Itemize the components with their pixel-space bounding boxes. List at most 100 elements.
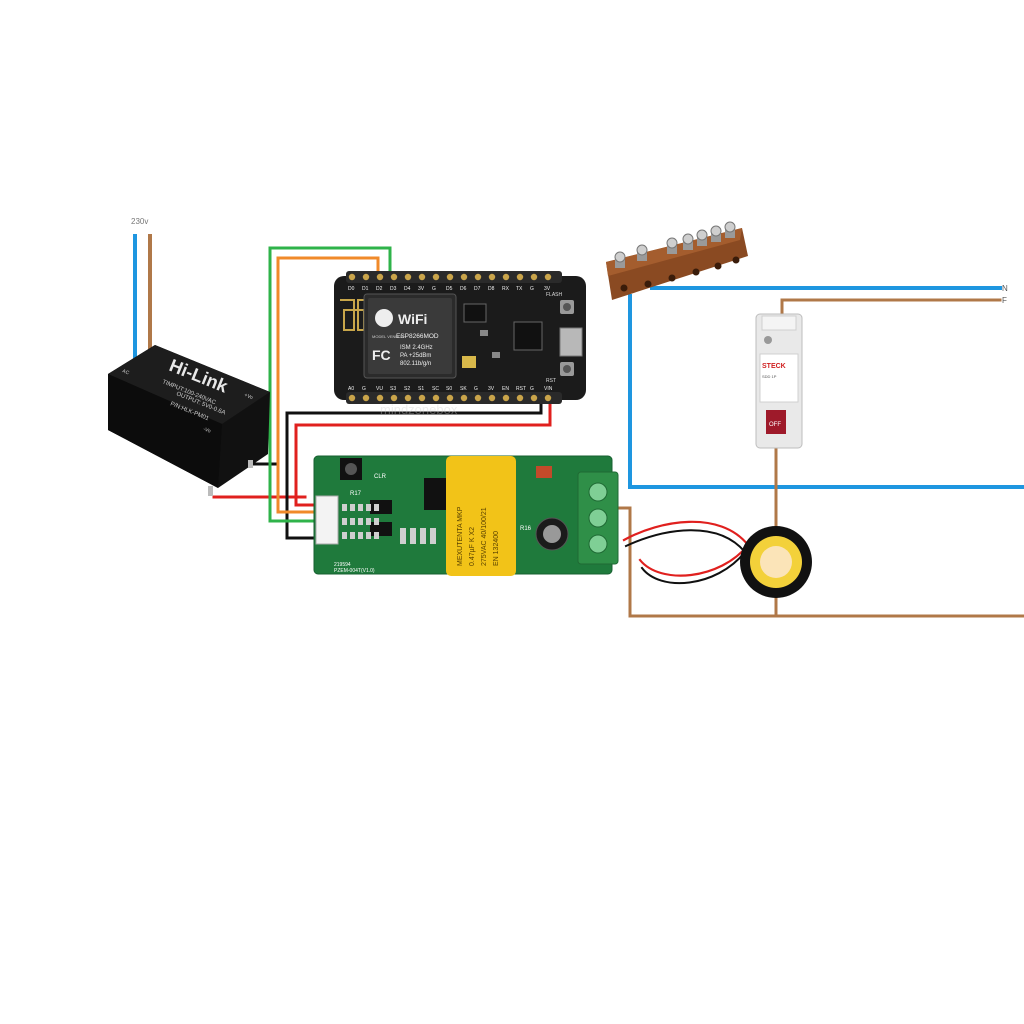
busbar-screw (615, 258, 625, 268)
busbar-hole (620, 284, 628, 292)
pzem-pad (430, 528, 436, 544)
nodemcu-bottom-header (346, 392, 562, 404)
busbar-screw (637, 251, 647, 261)
nodemcu-top-pin-label: D4 (404, 286, 411, 292)
nodemcu-bottom-pin-label: SK (460, 386, 467, 392)
nodemcu-top-pin-label: 3V (544, 286, 551, 292)
pzem-ref-r17: R17 (350, 491, 362, 497)
nodemcu-bottom-pin-label: A0 (348, 386, 354, 392)
busbar-screw-head (696, 229, 708, 241)
nodemcu-bottom-pin (516, 394, 524, 402)
gold-crystal (462, 356, 476, 368)
nodemcu-bottom-pin-label: G (530, 386, 534, 392)
esp-spec-2: PA +25dBm (400, 353, 431, 359)
nodemcu-top-pin-label: RX (502, 286, 510, 292)
nodemcu-bottom-pin-label: S2 (404, 386, 410, 392)
nodemcu-bottom-pin (348, 394, 356, 402)
nodemcu-top-header (346, 271, 562, 283)
nodemcu-top-pin (348, 273, 356, 281)
busbar-screw-head (636, 244, 648, 256)
busbar-screws (614, 221, 740, 292)
nodemcu-top-pin-label: TX (516, 286, 523, 292)
pzem-pads (342, 504, 436, 544)
flash-label: FLASH (546, 292, 563, 298)
pzem-pad (366, 532, 371, 539)
busbar-screw (667, 244, 677, 254)
nodemcu-bottom-pin (390, 394, 398, 402)
pzem-model: PZEM-004T(V1.0) (334, 568, 375, 574)
circuit-breaker: STECK SDD 1P OFF (755, 313, 803, 449)
pzem-pad (342, 532, 347, 539)
nodemcu-top-pin-label: D7 (474, 286, 481, 292)
busbar-hole (668, 274, 676, 282)
micro-usb-port[interactable] (559, 327, 583, 357)
nodemcu-bottom-pin (544, 394, 552, 402)
pzem-pad (366, 504, 371, 511)
nodemcu-bottom-pin (362, 394, 370, 402)
busbar-screw (683, 240, 693, 250)
nodemcu-bottom-pin-label: G (474, 386, 478, 392)
hlk-plus-pin-label: +Vo (243, 392, 254, 401)
nodemcu-top-pin-label: D3 (390, 286, 397, 292)
nodemcu-top-pin (460, 273, 468, 281)
nodemcu-top-pin-label: D6 (460, 286, 467, 292)
wire-gnd-nodemcu-pzem (285, 396, 543, 540)
nodemcu-top-pin (390, 273, 398, 281)
nodemcu-bottom-pin (446, 394, 454, 402)
nodemcu-bottom-pin (376, 394, 384, 402)
nodemcu-bottom-pin (474, 394, 482, 402)
pzem-pad (374, 518, 379, 525)
nodemcu-bottom-pin (432, 394, 440, 402)
pzem-pad (358, 518, 363, 525)
busbar-hole (644, 280, 652, 288)
pzem-pad (366, 518, 371, 525)
busbar-hole (732, 256, 740, 264)
rst-label: RST (546, 378, 556, 384)
neutral-busbar (606, 221, 748, 300)
hlk-power-module: Hi-Link TIMPUT:100-240VAC OUTPUT: 5V0-0.… (108, 345, 270, 496)
esp-spec-1: ISM 2.4GHz (400, 345, 433, 351)
pzem-screw-terminals[interactable] (577, 471, 619, 565)
pzem-pad (420, 528, 426, 544)
hlk-ac-pin-label: AC (121, 368, 130, 376)
nodemcu-top-pin (404, 273, 412, 281)
wire-rx (276, 256, 380, 514)
nodemcu-top-pin (418, 273, 426, 281)
busbar-screw-head (666, 237, 678, 249)
nodemcu-bottom-pin-label: RST (516, 386, 526, 392)
nodemcu-top-pin (432, 273, 440, 281)
wire-phase-line (780, 298, 1002, 318)
nodemcu-bottom-pin (460, 394, 468, 402)
neutral-label: N (1002, 284, 1008, 293)
breaker-toggle[interactable] (766, 410, 786, 434)
wire-neutral-drop (628, 294, 1024, 489)
wifi-label: WiFi (398, 311, 427, 327)
fc-mark: FC (372, 347, 391, 363)
nodemcu-top-pin (530, 273, 538, 281)
hlk-minus-pin-label: -Vo (202, 426, 211, 434)
wire-tx (268, 246, 392, 523)
current-transformer (740, 526, 812, 598)
nodemcu-top-pin (544, 273, 552, 281)
busbar-screw (711, 232, 721, 242)
pzem-pad (342, 504, 347, 511)
pzem-serial-connector[interactable] (315, 495, 339, 545)
wire-phase-pzem (618, 506, 778, 618)
nodemcu-bottom-pin-label: SC (432, 386, 439, 392)
pzem-pad (350, 532, 355, 539)
pzem-ref-clr: CLR (374, 474, 387, 480)
cap-line-1: MEXUTENTA MKP (457, 506, 464, 566)
esp-spec-3: 802.11b/g/n (400, 361, 431, 367)
pzem-pad (374, 532, 379, 539)
cap-line-3: 275VAC 40/100/21 (481, 507, 488, 566)
nodemcu-bottom-pin-label: 3V (488, 386, 495, 392)
breaker-brand: STECK (762, 363, 786, 370)
pzem-ref-r16: R16 (520, 526, 532, 532)
nodemcu-bottom-pin-label: G (362, 386, 366, 392)
nodemcu-top-pin (362, 273, 370, 281)
nodemcu-bottom-pin (530, 394, 538, 402)
nodemcu-bottom-pin (488, 394, 496, 402)
